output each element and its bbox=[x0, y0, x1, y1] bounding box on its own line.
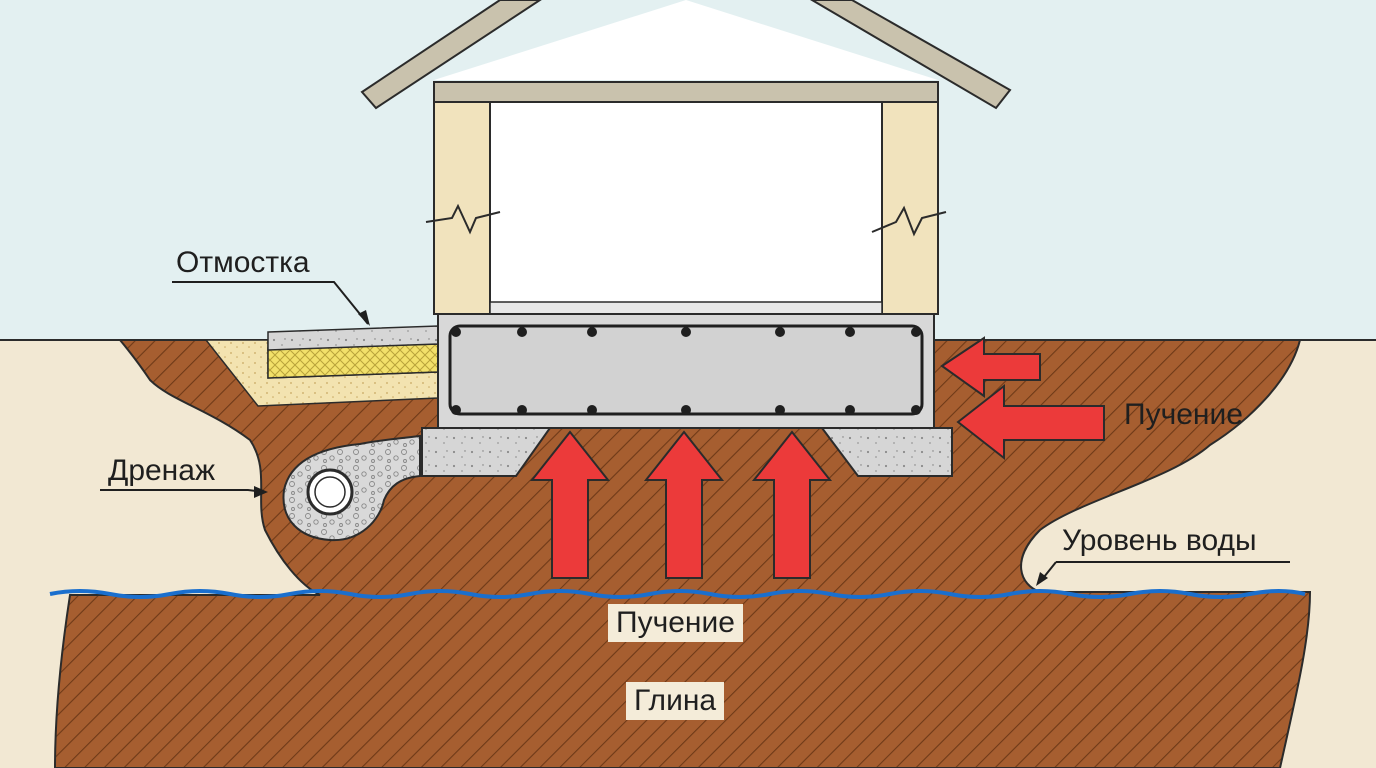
heave-arrows-up bbox=[529, 430, 833, 579]
heave-arrows-side bbox=[940, 336, 1105, 461]
label-glina: Глина bbox=[626, 682, 725, 720]
label-puchenie-side: Пучение bbox=[1124, 398, 1243, 431]
crack-left bbox=[425, 203, 501, 235]
footing-right bbox=[820, 427, 953, 477]
rebar-dots bbox=[451, 327, 921, 415]
heave-arrow-up-3 bbox=[751, 430, 833, 579]
house-interior bbox=[490, 102, 882, 314]
roof-left bbox=[360, 0, 542, 110]
roof-right bbox=[810, 0, 1012, 110]
heave-arrow-up-2 bbox=[643, 430, 725, 579]
heave-arrow-side-1 bbox=[940, 336, 1041, 398]
floor-plate bbox=[489, 301, 883, 315]
left-post bbox=[433, 99, 491, 315]
right-post bbox=[881, 99, 939, 315]
label-puchenie-bottom: Пучение bbox=[608, 604, 743, 642]
label-otmostka: Отмостка bbox=[176, 246, 310, 279]
heave-arrow-up-1 bbox=[529, 430, 611, 579]
label-drenazh: Дренаж bbox=[108, 454, 216, 487]
ceiling-beam bbox=[433, 81, 939, 103]
water-level-line bbox=[49, 589, 1306, 599]
heave-arrow-side-2 bbox=[956, 383, 1105, 461]
footing-left bbox=[421, 427, 552, 477]
rebar-cage bbox=[448, 324, 924, 416]
crack-right bbox=[871, 205, 947, 237]
drain-pipe-inner bbox=[314, 476, 346, 508]
gable bbox=[434, 0, 938, 80]
leader-arrowheads bbox=[254, 310, 1048, 586]
label-uroven-vody: Уровень воды bbox=[1062, 524, 1257, 557]
